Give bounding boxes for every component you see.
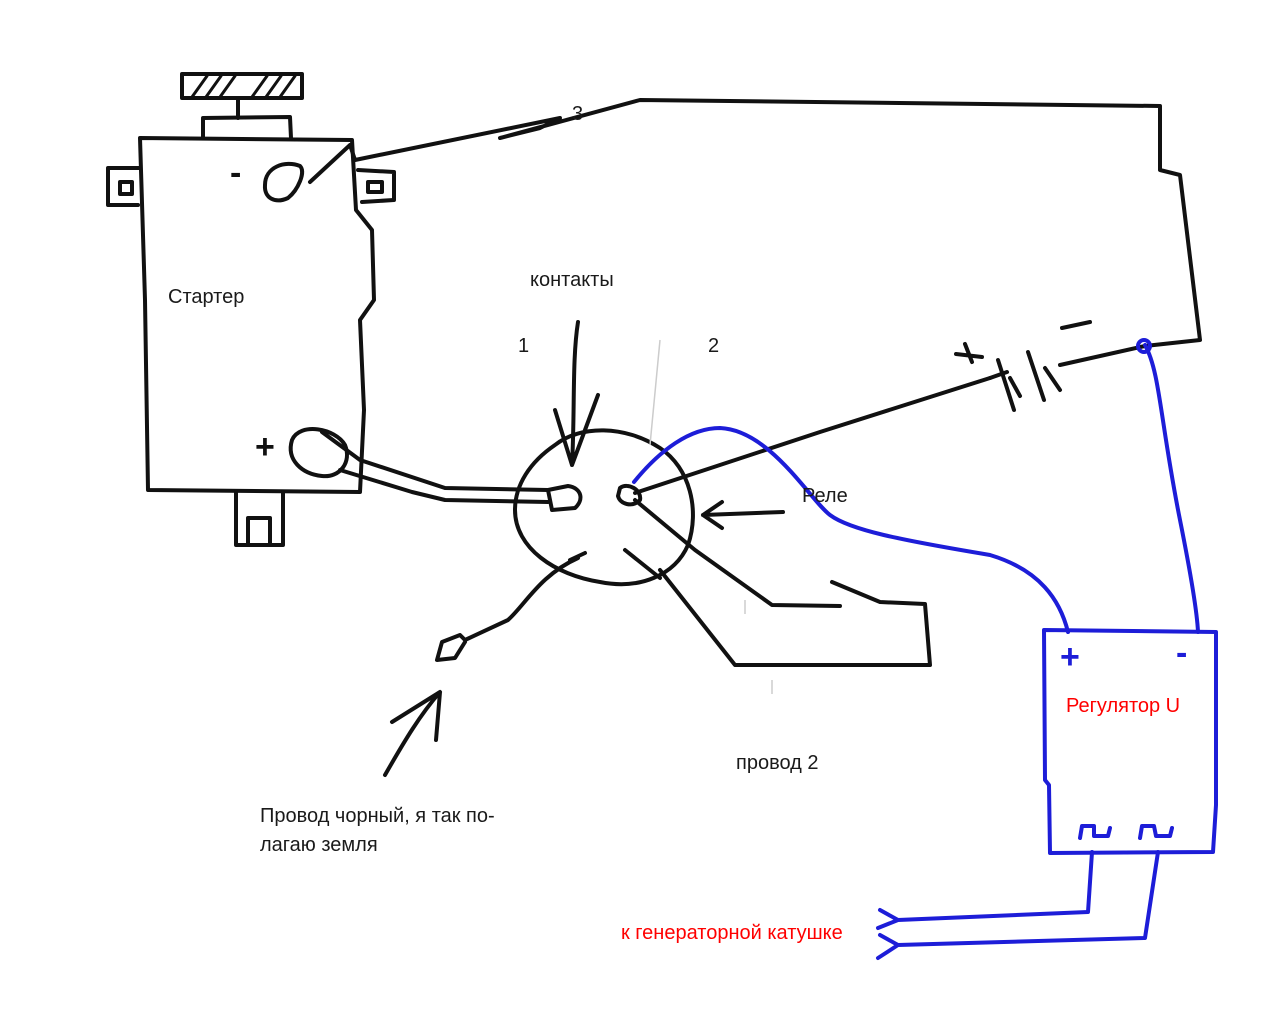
generator-coil-label: к генераторной катушке: [621, 922, 843, 944]
contact-1-label: 1: [518, 335, 530, 357]
wire-blue-relay-to-regulator-plus: [632, 426, 1070, 634]
battery-minus-stroke: [1060, 320, 1092, 330]
black-wire-label: Провод чорный, я так по- лагаю земля: [260, 805, 495, 856]
starter-minus-terminal: [262, 161, 305, 203]
regulator-coil-terminal-right: [1138, 824, 1174, 840]
battery: [954, 320, 1147, 412]
relay-label: Реле: [802, 485, 848, 507]
contact-2-label: 2: [708, 335, 720, 357]
contacts-pointer-arrow: [553, 320, 600, 467]
battery-plate-2: [1008, 376, 1022, 398]
wire-2-label: провод 2: [736, 752, 819, 774]
wire-3: [308, 98, 1202, 348]
battery-plus-v: [963, 342, 974, 364]
regulator-coil-terminal-left: [1078, 824, 1112, 840]
relay-lower-contact-right: [623, 548, 662, 580]
starter-plus-terminal: [288, 427, 349, 479]
battery-minus-junction: [1136, 338, 1152, 354]
wire-contact-2-to-battery: [633, 376, 992, 495]
starter-plus-sign: +: [255, 428, 275, 466]
contacts-label: контакты: [530, 269, 614, 291]
wire-starter-plus-to-contact-1: [320, 430, 550, 504]
wire-blue-coil-lead-2: [876, 850, 1160, 960]
relay-contact-2: [616, 483, 643, 507]
starter-left-mount: [106, 166, 142, 207]
battery-plate-3: [1026, 350, 1046, 402]
wire-blue-coil-lead-1: [876, 850, 1094, 930]
wire-blue-battery-minus-to-regulator-minus: [1143, 343, 1200, 634]
starter-top-block: [201, 115, 293, 140]
battery-plate-4: [1043, 366, 1062, 392]
wire-2: [633, 498, 932, 667]
faint-sketch-marks: [649, 339, 773, 694]
starter-right-mount-hole: [366, 180, 384, 194]
regulator-minus-sign: -: [1176, 634, 1188, 672]
starter-minus-sign: -: [230, 154, 242, 192]
relay-contact-1: [546, 484, 583, 512]
starter-body: [138, 136, 376, 494]
ground-pointer-arrow: [383, 690, 442, 777]
starter: [106, 72, 396, 547]
regulator-box: [1042, 628, 1218, 855]
starter-right-mount: [356, 168, 396, 204]
starter-bottom-foot: [234, 490, 285, 547]
relay-pointer-arrow: [701, 500, 785, 530]
starter-gear-hatching: [190, 74, 297, 99]
regulator-plus-sign: +: [1060, 638, 1080, 676]
starter-left-mount-hole: [118, 180, 134, 196]
relay-body: [513, 428, 695, 587]
regulator-label: Регулятор U: [1066, 695, 1181, 717]
battery-plate-1: [996, 358, 1016, 412]
starter-label: Стартер: [168, 286, 245, 308]
ground-wire: [435, 556, 580, 662]
wire-3-label: 3: [572, 103, 584, 125]
starter-gear: [180, 72, 304, 100]
